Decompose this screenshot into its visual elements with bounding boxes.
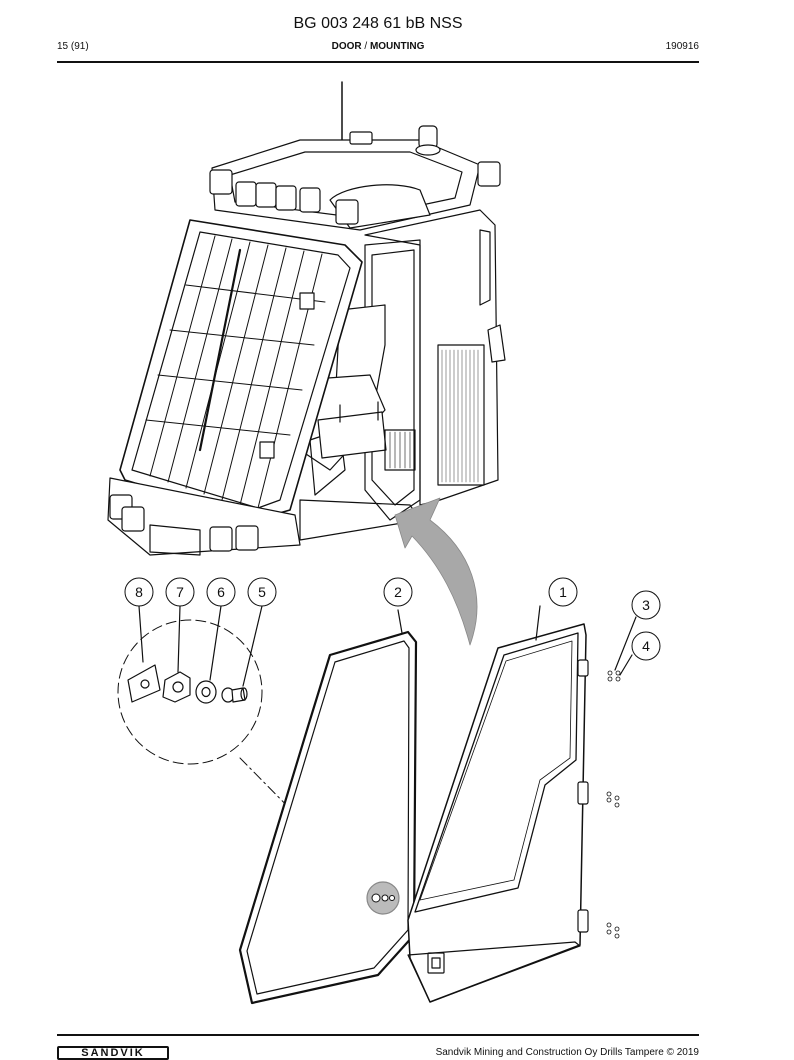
callouts	[124, 577, 661, 661]
detail-view	[117, 605, 263, 765]
section-title-part1: DOOR	[331, 41, 362, 52]
section-title: DOOR / MOUNTING	[0, 41, 756, 52]
callout-1-label: 1	[559, 584, 567, 600]
part-1-door	[407, 605, 637, 1003]
footer-divider	[57, 1034, 699, 1036]
page-number: 15 (91)	[57, 41, 89, 52]
header-divider	[57, 61, 699, 63]
section-title-part2: MOUNTING	[369, 41, 425, 52]
callout-7	[165, 577, 195, 607]
direction-arrow	[394, 497, 478, 646]
callout-7-label: 7	[176, 584, 184, 600]
callout-1	[548, 577, 578, 607]
part-2-glass	[238, 609, 418, 1005]
callout-4-label: 4	[642, 638, 650, 654]
section-title-separator: /	[361, 41, 370, 52]
callout-8-label: 8	[135, 584, 143, 600]
callout-2-label: 2	[394, 584, 402, 600]
callout-8	[124, 577, 154, 607]
logo-text: SANDVIK	[81, 1047, 145, 1059]
callout-3	[631, 590, 661, 620]
callout-5	[247, 577, 277, 607]
document-code: BG 003 248 61 bB NSS	[293, 15, 463, 32]
date-code: 190916	[665, 41, 699, 52]
callout-6	[206, 577, 236, 607]
sandvik-logo: SANDVIK	[57, 1046, 169, 1060]
callout-5-label: 5	[258, 584, 266, 600]
callout-3-label: 3	[642, 597, 650, 613]
cab-illustration	[107, 81, 506, 556]
callout-2	[383, 577, 413, 607]
callout-4	[631, 631, 661, 661]
callout-6-label: 6	[217, 584, 225, 600]
